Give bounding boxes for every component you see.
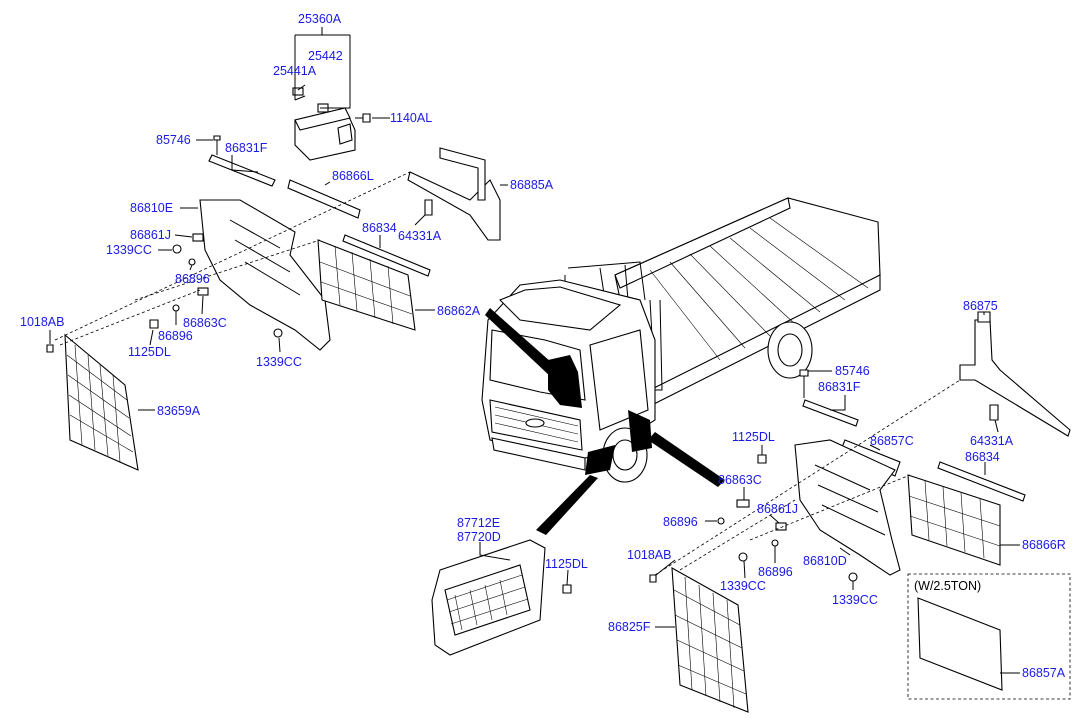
label-1339CC-right-2[interactable]: 1339CC	[832, 593, 878, 607]
label-86885A[interactable]: 86885A	[510, 178, 554, 192]
label-86834-right[interactable]: 86834	[965, 450, 1000, 464]
label-64331A-right[interactable]: 64331A	[970, 434, 1014, 448]
label-87720D[interactable]: 87720D	[457, 530, 501, 544]
label-86863C-right[interactable]: 86863C	[718, 473, 762, 487]
label-86866L[interactable]: 86866L	[332, 169, 374, 183]
leader-lines	[49, 27, 1020, 674]
right-mudflap	[671, 567, 749, 713]
label-83659A[interactable]: 83659A	[157, 404, 201, 418]
label-1339CC-right-1[interactable]: 1339CC	[720, 579, 766, 593]
label-86857C[interactable]: 86857C	[870, 434, 914, 448]
label-1018AB-right[interactable]: 1018AB	[627, 548, 671, 562]
label-86896-left-1[interactable]: 86896	[175, 272, 210, 286]
left-mudflap	[64, 333, 139, 471]
label-86875[interactable]: 86875	[963, 299, 998, 313]
label-1140AL[interactable]: 1140AL	[390, 111, 432, 125]
part-labels: 25360A 25442 25441A 1140AL 85746 86831F …	[20, 12, 1066, 680]
label-86857A[interactable]: 86857A	[1022, 666, 1066, 680]
label-86831F-right[interactable]: 86831F	[818, 380, 861, 394]
right-rear-mudguard	[794, 439, 901, 576]
left-rear-mudguard	[199, 199, 331, 351]
left-guide-lines	[54, 171, 411, 346]
label-25441A[interactable]: 25441A	[273, 64, 317, 78]
right-inner-panel	[907, 474, 1001, 566]
label-85746-right[interactable]: 85746	[835, 364, 870, 378]
label-25442[interactable]: 25442	[308, 49, 343, 63]
label-86825F[interactable]: 86825F	[608, 620, 651, 634]
right-guide-lines	[654, 379, 961, 576]
label-86831F-left[interactable]: 86831F	[225, 141, 268, 155]
label-25360A[interactable]: 25360A	[298, 12, 342, 26]
label-86810E[interactable]: 86810E	[130, 201, 173, 215]
label-86866R[interactable]: 86866R	[1022, 538, 1066, 552]
coolant-reservoir	[292, 87, 371, 161]
label-1018AB-left[interactable]: 1018AB	[20, 315, 64, 329]
left-inner-panel	[317, 239, 416, 331]
label-86861J-left[interactable]: 86861J	[130, 228, 171, 242]
label-86896-right-2[interactable]: 86896	[758, 565, 793, 579]
label-86862A[interactable]: 86862A	[437, 304, 481, 318]
label-87712E[interactable]: 87712E	[457, 516, 500, 530]
label-85746-left[interactable]: 85746	[156, 133, 191, 147]
optional-mudflap	[917, 597, 1003, 691]
label-1125DL-left[interactable]: 1125DL	[128, 345, 171, 359]
label-1339CC-left-2[interactable]: 1339CC	[256, 355, 302, 369]
label-86810D[interactable]: 86810D	[803, 554, 847, 568]
label-86861J-right[interactable]: 86861J	[757, 502, 798, 516]
inset-caption: (W/2.5TON)	[914, 579, 981, 593]
cab-step	[431, 539, 572, 656]
label-1125DL-step[interactable]: 1125DL	[545, 557, 588, 571]
label-1339CC-left-1[interactable]: 1339CC	[106, 243, 152, 257]
label-64331A-left[interactable]: 64331A	[398, 229, 442, 243]
truck-illustration	[481, 197, 881, 535]
label-86896-right-1[interactable]: 86896	[663, 515, 698, 529]
label-86896-left-2[interactable]: 86896	[158, 329, 193, 343]
label-86863C-left[interactable]: 86863C	[183, 316, 227, 330]
label-1125DL-right[interactable]: 1125DL	[732, 430, 775, 444]
inset-box	[907, 573, 1071, 700]
label-86834-left[interactable]: 86834	[362, 221, 397, 235]
